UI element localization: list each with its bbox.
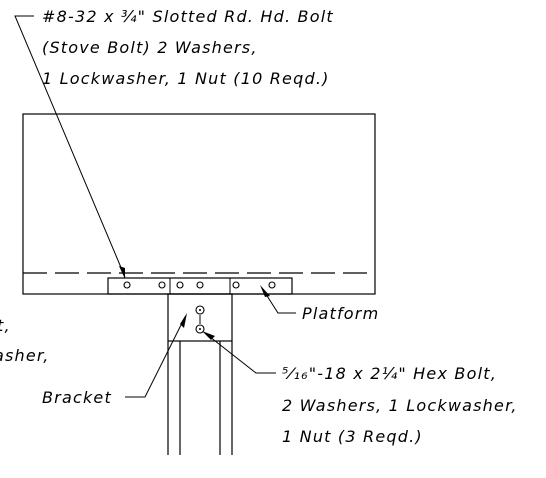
hex-bolt-callout-line3: 1 Nut (3 Reqd.) — [282, 427, 423, 446]
platform-outline — [22, 113, 376, 295]
bracket-plate — [167, 293, 233, 342]
left-cut-callout-line1: t, — [0, 316, 11, 335]
hex-bolt-leader-arrowhead — [202, 331, 215, 340]
stove-bolt-hole — [196, 281, 204, 289]
hex-bolt-hole-center — [199, 328, 201, 330]
hex-bolt-hole-center — [199, 309, 201, 311]
bracket-label: Bracket — [42, 388, 112, 407]
stove-bolt-callout-line1: #8-32 x ¾" Slotted Rd. Hd. Bolt — [42, 7, 334, 26]
stove-bolt-hole — [268, 281, 276, 289]
stove-bolt-hole — [232, 281, 240, 289]
hex-bolt-leader-line — [204, 332, 276, 374]
stove-bolt-hole — [158, 281, 166, 289]
stove-bolt-hole — [123, 281, 131, 289]
left-cut-callout-line2: asher, — [0, 346, 50, 365]
bracket-leader-arrowhead — [180, 313, 187, 328]
stove-bolt-leader-line — [14, 15, 126, 278]
hex-bolt-callout-line1: ⁵⁄₁₆"-18 x 2¼" Hex Bolt, — [282, 364, 497, 383]
platform-label: Platform — [302, 304, 379, 323]
stove-bolt-callout-line3: 1 Lockwasher, 1 Nut (10 Reqd.) — [42, 69, 330, 88]
stove-bolt-callout-line2: (Stove Bolt) 2 Washers, — [42, 38, 258, 57]
platform-leader-line — [261, 287, 296, 314]
platform-leader-arrowhead — [260, 285, 270, 297]
hex-bolt-callout-line2: 2 Washers, 1 Lockwasher, — [282, 396, 518, 415]
stove-bolt-hole — [176, 281, 184, 289]
bracket-leader-line — [125, 316, 186, 398]
